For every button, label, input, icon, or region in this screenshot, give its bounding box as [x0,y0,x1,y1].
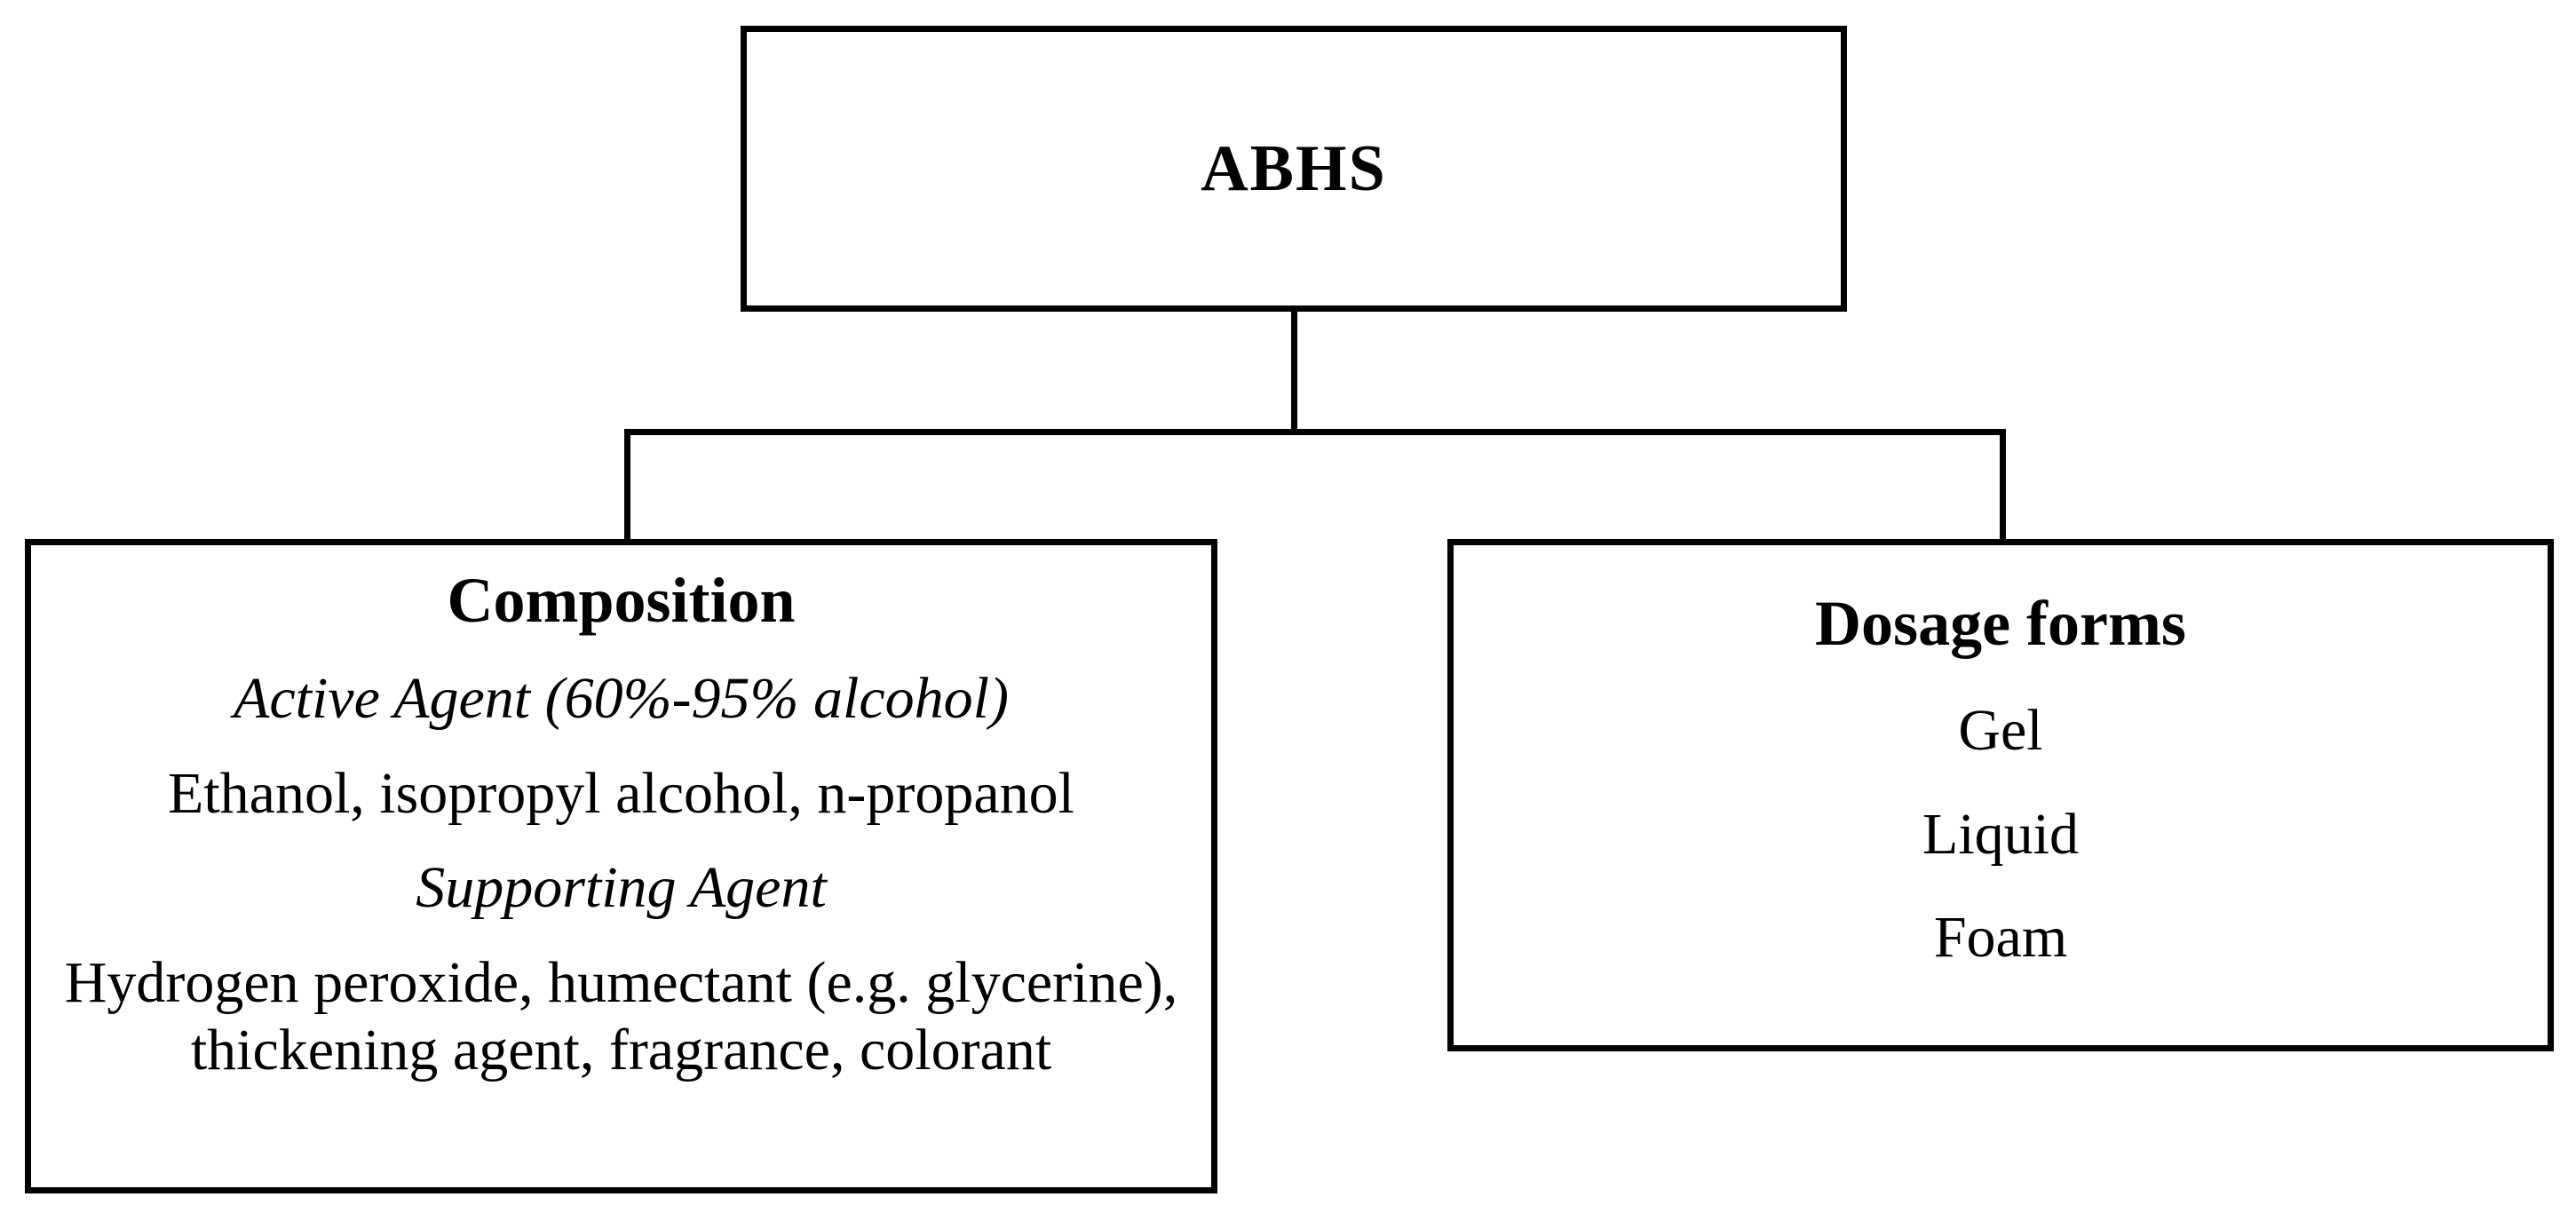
dosage-forms-title: Dosage forms [1815,588,2186,659]
composition-box: Composition Active Agent (60%-95% alcoho… [25,539,1217,1193]
abhs-root-title: ABHS [1201,131,1387,205]
connector-left-drop-line [624,429,630,539]
composition-supporting-agent-heading: Supporting Agent [416,855,827,921]
composition-active-agent-heading: Active Agent (60%-95% alcohol) [234,665,1009,731]
dosage-forms-box: Dosage forms Gel Liquid Foam [1447,539,2554,1051]
abhs-root-box: ABHS [741,26,1847,312]
composition-title: Composition [447,565,796,636]
connector-stem-line [1291,312,1297,435]
dosage-form-liquid: Liquid [1922,801,2079,867]
composition-active-agent-list: Ethanol, isopropyl alcohol, n-propanol [168,760,1074,826]
dosage-form-foam: Foam [1933,905,2068,971]
dosage-form-gel: Gel [1958,697,2043,763]
connector-right-drop-line [2000,429,2006,539]
composition-supporting-agent-list: Hydrogen peroxide, humectant (e.g. glyce… [64,949,1178,1083]
connector-bracket-line [624,429,2006,435]
